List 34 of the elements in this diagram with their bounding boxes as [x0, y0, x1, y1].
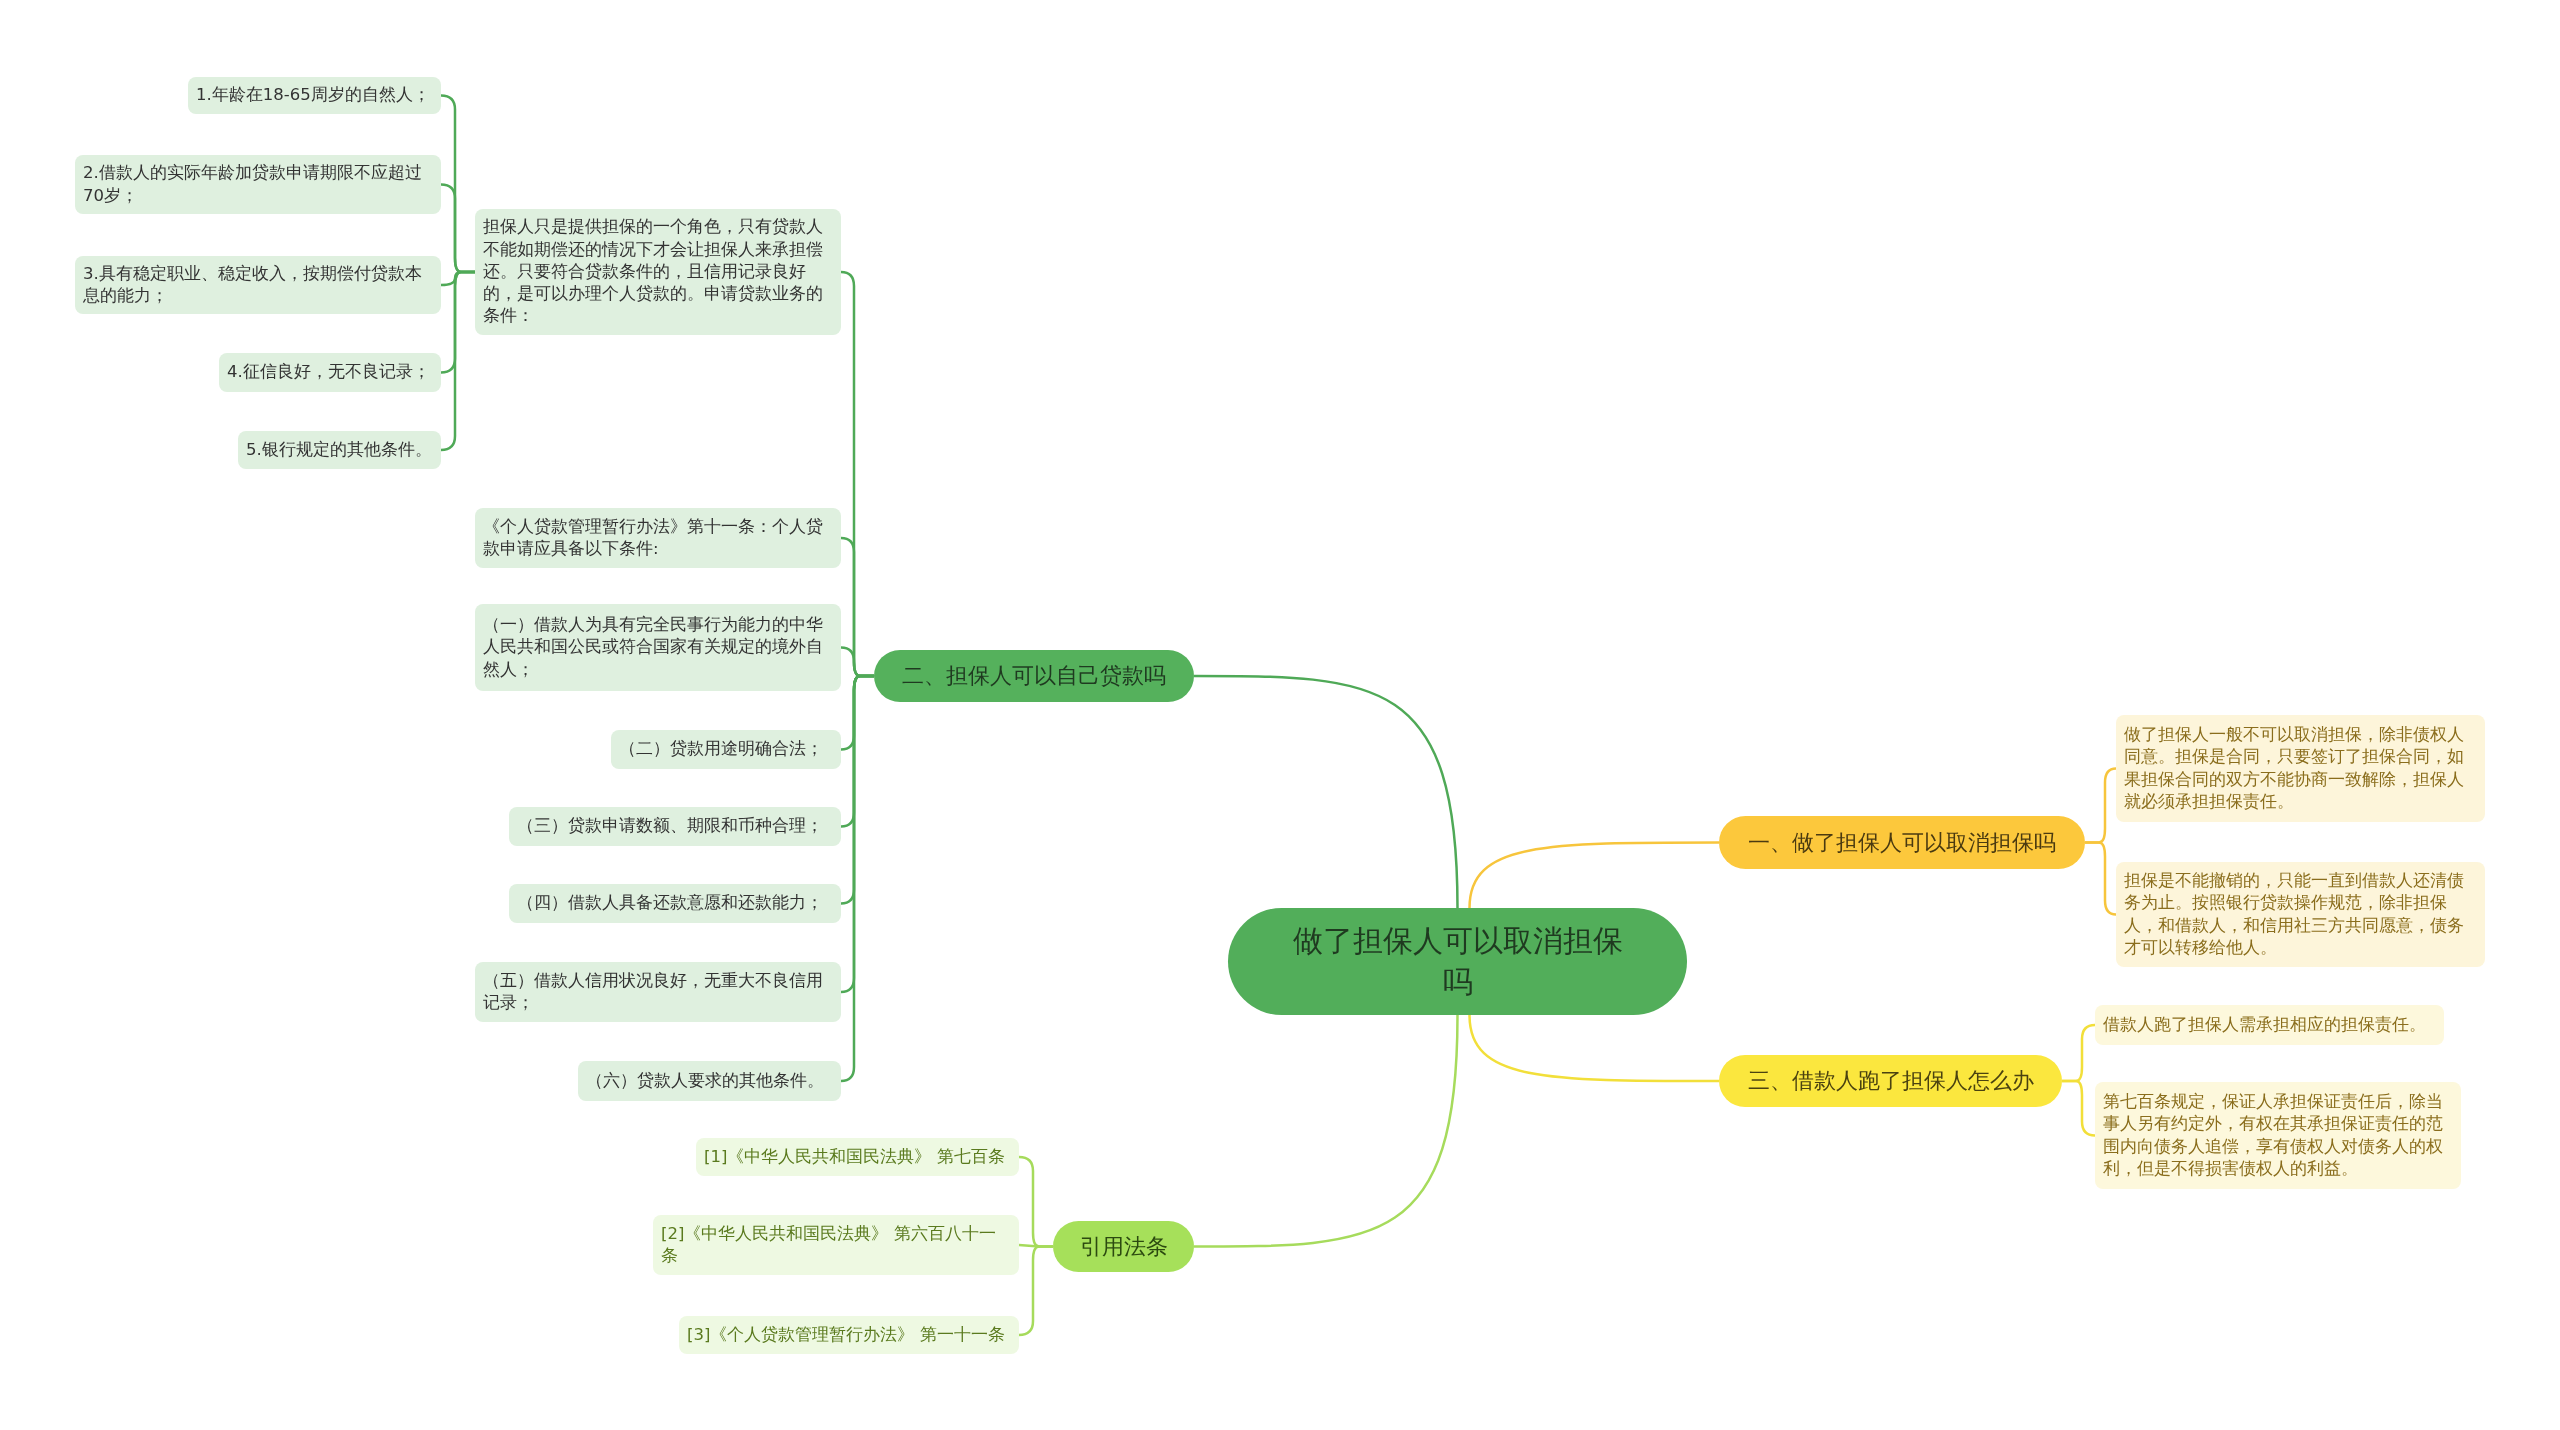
note-box: 1.年龄在18-65周岁的自然人； — [188, 77, 441, 114]
branch-topic: 一、做了担保人可以取消担保吗 — [1719, 816, 2085, 869]
branch-topic: 引用法条 — [1053, 1221, 1194, 1272]
citation-box: [2]《中华人民共和国民法典》 第六百八十一条 — [653, 1215, 1019, 1275]
note-box: 担保是不能撤销的，只能一直到借款人还清债务为止。按照银行贷款操作规范，除非担保人，和借款人，和信用社三方共同愿意，债务才可以转移给他人。 — [2116, 862, 2485, 967]
note-box: 《个人贷款管理暂行办法》第十一条：个人贷款申请应具备以下条件: — [475, 508, 841, 568]
note-box: 5.银行规定的其他条件。 — [238, 431, 441, 469]
note-box: 2.借款人的实际年龄加贷款申请期限不应超过70岁； — [75, 155, 441, 214]
citation-box: [1]《中华人民共和国民法典》 第七百条 — [696, 1138, 1019, 1176]
connector-line — [440, 270, 475, 452]
note-box: （五）借款人信用状况良好，无重大不良信用记录； — [475, 962, 841, 1022]
connector-line — [1468, 841, 1719, 909]
connector-line — [1194, 674, 1459, 909]
connector-line — [2085, 841, 2117, 916]
note-box: 3.具有稳定职业、稳定收入，按期偿付贷款本息的能力； — [75, 256, 441, 314]
branch-topic: 二、担保人可以自己贷款吗 — [874, 650, 1194, 702]
citation-box: [3]《个人贷款管理暂行办法》 第一十一条 — [679, 1316, 1019, 1354]
note-box: 担保人只是提供担保的一个角色，只有贷款人不能如期偿还的情况下才会让担保人来承担偿还。只要符合贷款条件的，且信用记录良好的，是可以办理个人贷款的。申请贷款业务的条件： — [475, 209, 841, 335]
note-box: （二）贷款用途明确合法； — [611, 730, 841, 769]
note-box: （一）借款人为具有完全民事行为能力的中华人民共和国公民或符合国家有关规定的境外自然人； — [475, 604, 841, 691]
note-box: 第七百条规定，保证人承担保证责任后，除当事人另有约定外，有权在其承担保证责任的范围内向债务人追偿，享有债权人对债务人的权利，但是不得损害债权人的利益。 — [2095, 1082, 2461, 1189]
connector-line — [840, 674, 874, 1083]
connector-line — [1468, 1014, 1719, 1083]
note-box: 做了担保人一般不可以取消担保，除非债权人同意。担保是合同，只要签订了担保合同，如果担保合同的双方不能协商一致解除，担保人就必须承担担保责任。 — [2116, 715, 2485, 822]
note-box: （三）贷款申请数额、期限和币种合理； — [509, 807, 841, 846]
note-box: （四）借款人具备还款意愿和还款能力； — [509, 884, 841, 923]
connector-line — [1018, 1245, 1053, 1337]
central-topic: 做了担保人可以取消担保吗 — [1228, 908, 1687, 1015]
note-box: （六）贷款人要求的其他条件。 — [578, 1061, 841, 1101]
note-box: 4.征信良好，无不良记录； — [219, 353, 441, 392]
note-box: 借款人跑了担保人需承担相应的担保责任。 — [2095, 1005, 2444, 1045]
branch-topic: 三、借款人跑了担保人怎么办 — [1719, 1055, 2062, 1107]
connector-line — [1194, 1014, 1459, 1248]
connector-line — [2062, 1079, 2096, 1137]
